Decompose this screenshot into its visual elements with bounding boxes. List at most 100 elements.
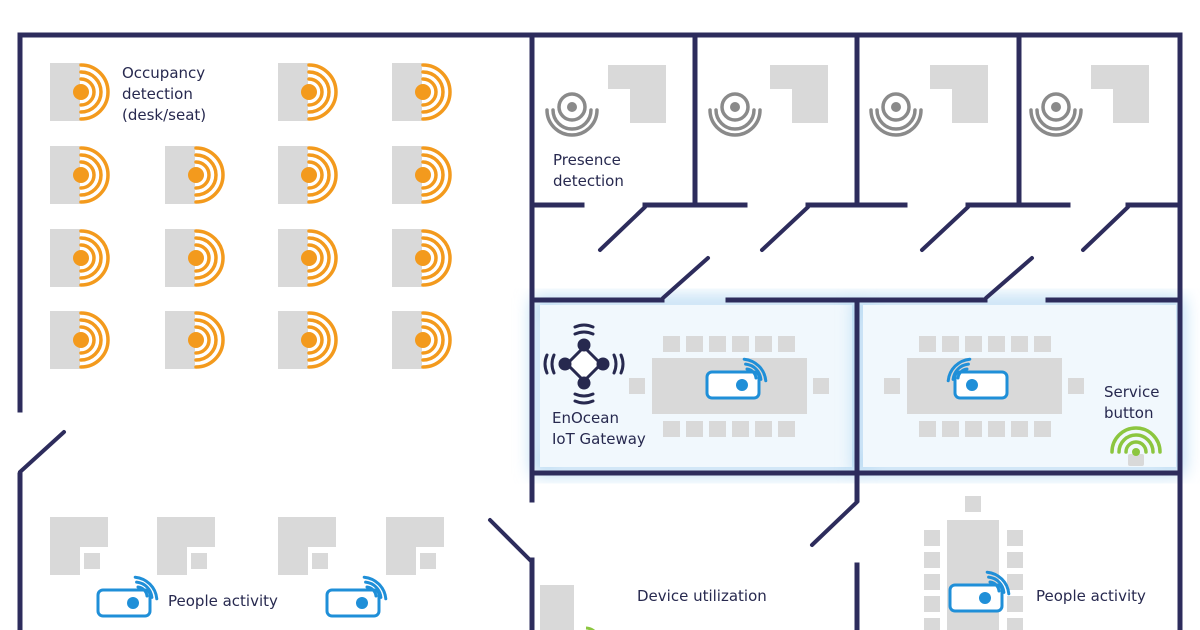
- occupancy-label: Occupancy detection (desk/seat): [122, 63, 206, 126]
- sensor-arc: [421, 243, 438, 273]
- sensor-arc: [135, 580, 154, 599]
- gateway-wave: [573, 323, 595, 329]
- desk-top: [930, 65, 988, 123]
- chair: [1007, 530, 1023, 546]
- chair: [629, 378, 645, 394]
- chair: [778, 336, 795, 352]
- chair: [924, 530, 940, 546]
- presence-sensor-icon: [869, 92, 923, 137]
- sensor-arc: [987, 575, 1006, 594]
- sensor-arc: [79, 70, 103, 114]
- sensor-dot: [979, 592, 991, 604]
- sensor-arc: [307, 63, 338, 121]
- gateway-wave: [543, 353, 549, 375]
- chair: [642, 98, 658, 114]
- presence-label-line1: Presence: [553, 151, 621, 169]
- chair: [1011, 336, 1028, 352]
- chair: [924, 596, 940, 612]
- chair: [312, 553, 328, 569]
- chair: [1011, 421, 1028, 437]
- sensor-arc: [79, 318, 103, 362]
- sensor-dot: [736, 379, 748, 391]
- chair: [84, 553, 100, 569]
- sensor-arc: [551, 108, 593, 131]
- sensor-body: [953, 370, 1009, 400]
- chair: [1007, 596, 1023, 612]
- sensors-layer: [73, 63, 1162, 630]
- sensor-arc: [1029, 108, 1083, 137]
- occupancy-sensor-icon: [415, 63, 452, 121]
- occupancy-label-line2: detection: [122, 85, 193, 103]
- chair: [1034, 336, 1051, 352]
- chair: [755, 421, 772, 437]
- sensor-arc: [362, 575, 388, 601]
- occupancy-sensor-icon: [73, 229, 110, 287]
- desk: [278, 517, 336, 575]
- occupancy-sensor-icon: [301, 146, 338, 204]
- sensor-dot: [73, 250, 89, 266]
- sensor-dot: [73, 167, 89, 183]
- device: [540, 585, 574, 630]
- sensor-arc: [133, 575, 159, 601]
- sensor-arc: [364, 580, 383, 599]
- desk-top: [50, 517, 108, 575]
- button-arc: [1124, 440, 1148, 454]
- chair: [924, 574, 940, 590]
- sensor-arc: [951, 362, 970, 381]
- sensor-arc: [985, 570, 1011, 596]
- chair: [924, 552, 940, 568]
- occupancy-label-line3: (desk/seat): [122, 106, 207, 124]
- sensor-arc: [744, 362, 763, 381]
- service-button-label-line1: Service: [1104, 383, 1160, 401]
- activity-sensor-icon: [948, 570, 1011, 613]
- sensor-arc: [307, 229, 338, 287]
- chair: [1007, 618, 1023, 630]
- sensor-arc: [136, 585, 149, 598]
- gateway-wave: [550, 353, 556, 375]
- sensor-arc: [194, 318, 218, 362]
- chair: [813, 378, 829, 394]
- sensor-arc: [421, 63, 452, 121]
- gateway-node: [558, 357, 572, 371]
- chair: [709, 421, 726, 437]
- people-activity-label-right: People activity: [1036, 587, 1146, 605]
- occupancy-sensor-icon: [188, 311, 225, 369]
- chair: [884, 378, 900, 394]
- occupancy-sensor-icon: [188, 229, 225, 287]
- sensor-arc: [307, 243, 324, 273]
- sensor-arc: [194, 325, 211, 355]
- activity-sensor-icon: [325, 575, 388, 618]
- chair: [732, 421, 749, 437]
- chair: [755, 336, 772, 352]
- occupancy-sensor-icon: [188, 146, 225, 204]
- sensor-body: [325, 588, 381, 618]
- sensor-arc: [307, 311, 338, 369]
- service-button-label-line2: button: [1104, 404, 1154, 422]
- sensor-arc: [194, 311, 225, 369]
- occupancy-sensor-icon: [301, 63, 338, 121]
- sensor-arc: [194, 153, 218, 197]
- sensor-arc: [79, 153, 103, 197]
- sensor-arc: [421, 311, 452, 369]
- chair: [942, 336, 959, 352]
- button-base: [1128, 454, 1144, 466]
- chair: [919, 336, 936, 352]
- chair: [420, 553, 436, 569]
- sensor-arc: [307, 77, 324, 107]
- presence-label-line2: detection: [553, 172, 624, 190]
- sensor-arc: [365, 585, 378, 598]
- sensor-arc: [745, 367, 758, 380]
- sensor-dot: [73, 332, 89, 348]
- sensor-arc: [79, 77, 96, 107]
- chair: [709, 336, 726, 352]
- gateway-label: EnOcean IoT Gateway: [552, 408, 646, 450]
- chair: [778, 421, 795, 437]
- sensor-arc: [421, 160, 438, 190]
- sensor-arc: [79, 243, 96, 273]
- service-button-label: Service button: [1104, 382, 1159, 424]
- sensor-arc: [421, 146, 452, 204]
- button-arc: [1110, 426, 1162, 454]
- sensor-arc: [956, 367, 969, 380]
- activity-sensor-icon: [946, 357, 1009, 400]
- chair: [965, 421, 982, 437]
